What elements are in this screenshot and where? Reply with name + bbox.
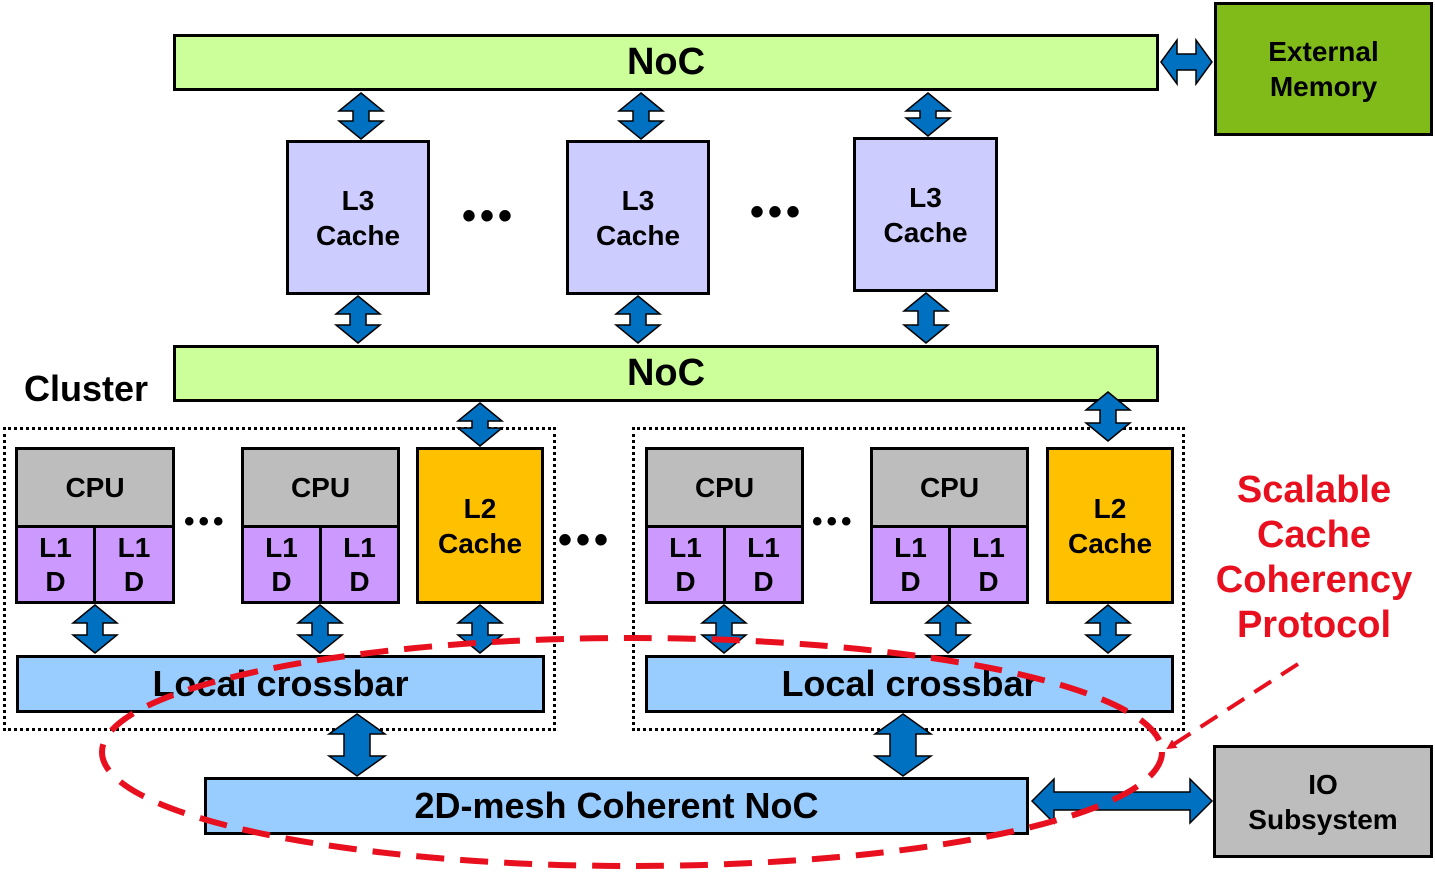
cluster-1-cpu-1: CPU [15, 447, 175, 528]
top-noc: NoC [173, 34, 1159, 91]
cluster-label: Cluster [24, 368, 149, 409]
cluster-1-cpu-1-l1-a: L1 D [15, 525, 96, 604]
cluster-1-cpu-2-l1-b: L1 D [319, 525, 400, 604]
scalable-coherency-annotation: Scalable Cache Coherency Protocol [1215, 469, 1413, 646]
arrow-mesh-io [1030, 777, 1214, 825]
cluster-1-cpu-1-l1-b: L1 D [93, 525, 175, 604]
external-memory: External Memory [1214, 2, 1433, 136]
cluster-1-local-crossbar: Local crossbar [16, 655, 545, 713]
cluster-2-cpu-2-l1-b: L1 D [948, 525, 1029, 604]
arrow-l3-noc-2 [613, 295, 663, 344]
cluster-1-cpu-2-l1-a: L1 D [241, 525, 322, 604]
cluster-2-cpu-2-l1-a: L1 D [870, 525, 951, 604]
io-subsystem: IO Subsystem [1213, 745, 1433, 858]
arrow-noc-l3-3 [903, 92, 953, 137]
l3-cache-2: L3 Cache [566, 140, 710, 295]
arrow-noc-l3-1 [336, 92, 386, 140]
mesh-coherent-noc: 2D-mesh Coherent NoC [204, 777, 1029, 835]
cluster-2-local-crossbar: Local crossbar [645, 655, 1174, 713]
arrow-l3-noc-1 [333, 295, 383, 344]
annotation-pointer [1166, 662, 1300, 750]
ellipsis-l3-1: ••• [462, 194, 517, 238]
cluster-2-cpu-1-l1-a: L1 D [645, 525, 726, 604]
l3-cache-3: L3 Cache [853, 137, 998, 292]
arrow-noc-memory [1160, 37, 1213, 87]
cluster-2-cpu-2: CPU [870, 447, 1029, 528]
arrow-l3-noc-3 [901, 292, 951, 344]
ellipsis-clusters: ••• [558, 518, 613, 562]
arrow-noc-l3-2 [616, 92, 666, 140]
ellipsis-cluster-2-cpus: ••• [812, 505, 856, 538]
l3-cache-1: L3 Cache [286, 140, 430, 295]
cluster-2-l2-cache: L2 Cache [1046, 447, 1174, 604]
ellipsis-cluster-1-cpus: ••• [184, 505, 228, 538]
cluster-1-cpu-2: CPU [241, 447, 400, 528]
middle-noc: NoC [173, 345, 1159, 402]
cluster-1-l2-cache: L2 Cache [416, 447, 544, 604]
cluster-2-cpu-1-l1-b: L1 D [723, 525, 804, 604]
ellipsis-l3-2: ••• [750, 190, 805, 234]
cluster-2-cpu-1: CPU [645, 447, 804, 528]
